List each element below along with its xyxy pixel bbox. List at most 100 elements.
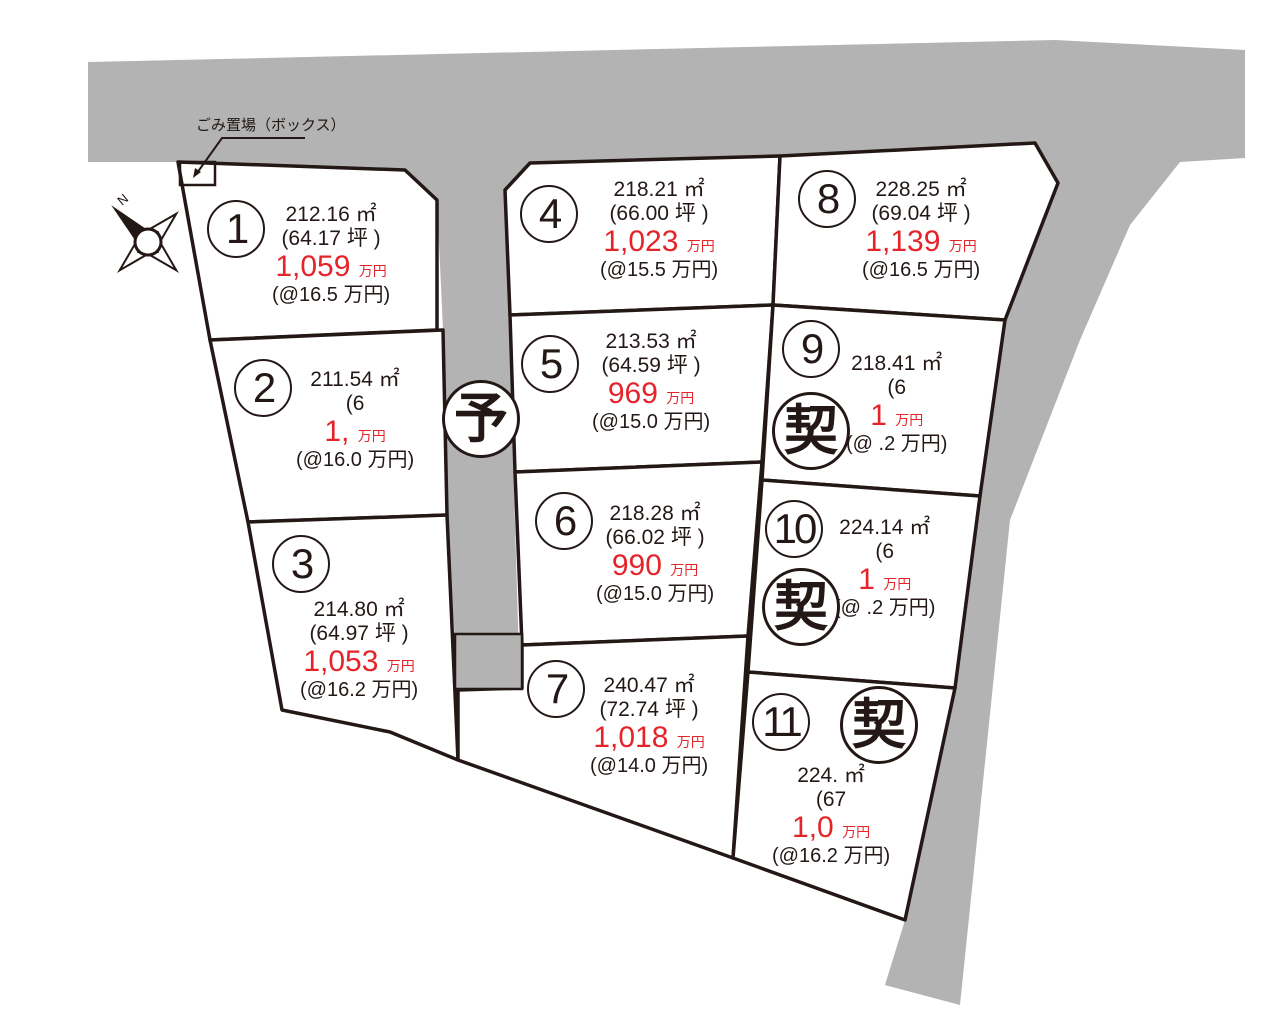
contracted-stamp: 契 bbox=[840, 686, 918, 764]
lot-price-line: 990 万円 bbox=[596, 549, 714, 583]
lot-price-line: 1,018 万円 bbox=[590, 721, 708, 755]
lot-price: 1 bbox=[858, 563, 875, 597]
lot-area: 218.21 ㎡ bbox=[613, 178, 705, 201]
lot-area: 228.25 ㎡ bbox=[875, 178, 967, 201]
garbage-leader-line bbox=[196, 137, 305, 174]
contracted-stamp: 契 bbox=[772, 392, 850, 470]
lot-info: 218.41 ㎡ (6 1 万円 (@ .2 万円) bbox=[846, 352, 947, 455]
lot-area: 211.54 ㎡ bbox=[310, 368, 400, 391]
lot-price: 1,053 bbox=[303, 645, 379, 679]
lot-price-line: 1,053 万円 bbox=[300, 645, 418, 679]
lot-unit-price: (@16.2 万円) bbox=[300, 678, 419, 701]
lot-unit-price: (@ .2 万円) bbox=[834, 596, 936, 619]
lot-tsubo: (72.74 坪 ) bbox=[599, 697, 699, 721]
lot-number-badge: 5 bbox=[521, 335, 579, 393]
lot-price: 1,0 bbox=[792, 811, 834, 845]
lot-area: 218.41 ㎡ bbox=[851, 352, 943, 375]
lot-number-badge: 3 bbox=[272, 535, 330, 593]
lot-area: 240.47 ㎡ bbox=[603, 674, 695, 697]
lot-price-unit: 万円 bbox=[386, 658, 415, 675]
lot-area: 212.16 ㎡ bbox=[285, 203, 377, 226]
lot-price-unit: 万円 bbox=[895, 412, 924, 429]
arrow-head-icon bbox=[193, 168, 201, 178]
lot-tsubo: (64.17 坪 ) bbox=[281, 226, 381, 250]
lot-info: 224. ㎡ (67 1,0 万円 (@16.2 万円) bbox=[772, 764, 890, 867]
lot-price-unit: 万円 bbox=[883, 576, 912, 593]
lot-tsubo: (67 bbox=[815, 787, 847, 811]
lot-number-badge: 2 bbox=[234, 359, 292, 417]
lot-price: 969 bbox=[607, 377, 658, 411]
reserved-stamp: 予 bbox=[442, 380, 520, 458]
lot-price-line: 1 万円 bbox=[846, 399, 947, 433]
road-area bbox=[88, 40, 1245, 1005]
contracted-stamp: 契 bbox=[762, 568, 840, 646]
lot-info: 213.53 ㎡ (64.59 坪 ) 969 万円 (@15.0 万円) bbox=[592, 330, 710, 433]
lot-unit-price: (@16.2 万円) bbox=[772, 844, 891, 867]
lot-price-unit: 万円 bbox=[842, 824, 871, 841]
garbage-area-label: ごみ置場（ボックス） bbox=[196, 117, 346, 134]
lot-tsubo: (64.97 坪 ) bbox=[309, 621, 409, 645]
lot-unit-price: (@15.5 万円) bbox=[600, 258, 719, 281]
lot-tsubo: (6 bbox=[345, 391, 365, 415]
lot-tsubo: (66.00 坪 ) bbox=[609, 201, 709, 225]
lot-area: 224.14 ㎡ bbox=[839, 516, 931, 539]
lot-area: 213.53 ㎡ bbox=[605, 330, 697, 353]
lot-number-badge: 9 bbox=[782, 320, 840, 378]
lot-price-unit: 万円 bbox=[686, 238, 715, 255]
lot-area: 218.28 ㎡ bbox=[609, 502, 701, 525]
lot-tsubo: (66.02 坪 ) bbox=[605, 525, 705, 549]
lot-price-line: 1,0 万円 bbox=[772, 811, 890, 845]
lot-price: 1, bbox=[324, 415, 350, 449]
lot-number-badge: 6 bbox=[535, 492, 593, 550]
lot-price: 1,139 bbox=[865, 225, 941, 259]
lot-price-line: 1,059 万円 bbox=[272, 250, 390, 284]
lot-price-line: 969 万円 bbox=[592, 377, 710, 411]
lot-info: 214.80 ㎡ (64.97 坪 ) 1,053 万円 (@16.2 万円) bbox=[300, 598, 418, 701]
lot-number-badge: 10 bbox=[765, 500, 823, 558]
lot-price-unit: 万円 bbox=[666, 390, 695, 407]
lot-price: 1,018 bbox=[593, 721, 669, 755]
lot-price-unit: 万円 bbox=[676, 734, 705, 751]
lot-price: 1,059 bbox=[275, 250, 351, 284]
lot-info: 218.21 ㎡ (66.00 坪 ) 1,023 万円 (@15.5 万円) bbox=[600, 178, 718, 281]
compass-icon bbox=[111, 205, 180, 274]
lot-info: 224.14 ㎡ (6 1 万円 (@ .2 万円) bbox=[834, 516, 935, 619]
lot-price: 1 bbox=[870, 399, 887, 433]
lot-price-line: 1, 万円 bbox=[296, 415, 414, 449]
lot-number-badge: 1 bbox=[207, 200, 265, 258]
roads bbox=[88, 40, 1245, 1005]
lot-area: 214.80 ㎡ bbox=[313, 598, 405, 621]
lot-tsubo: (64.59 坪 ) bbox=[601, 353, 701, 377]
lot-price-line: 1,023 万円 bbox=[600, 225, 718, 259]
lot-tsubo: (69.04 坪 ) bbox=[871, 201, 971, 225]
lot-info: 228.25 ㎡ (69.04 坪 ) 1,139 万円 (@16.5 万円) bbox=[862, 178, 980, 281]
lot-unit-price: (@16.0 万円) bbox=[296, 448, 415, 471]
lot-unit-price: (@16.5 万円) bbox=[272, 283, 391, 306]
lot-info: 240.47 ㎡ (72.74 坪 ) 1,018 万円 (@14.0 万円) bbox=[590, 674, 708, 777]
lot-unit-price: (@14.0 万円) bbox=[590, 754, 709, 777]
lot-price-line: 1,139 万円 bbox=[862, 225, 980, 259]
lot-number-badge: 8 bbox=[798, 170, 856, 228]
lot-price: 990 bbox=[611, 549, 662, 583]
lot-number-badge: 4 bbox=[520, 185, 578, 243]
lot-tsubo: (6 bbox=[875, 539, 895, 563]
lot-unit-price: (@ .2 万円) bbox=[846, 432, 948, 455]
lot-price-line: 1 万円 bbox=[834, 563, 935, 597]
lot-price-unit: 万円 bbox=[357, 428, 386, 445]
garbage-box bbox=[178, 160, 217, 187]
lot-price-unit: 万円 bbox=[358, 263, 387, 280]
lot-info: 211.54 ㎡ (6 1, 万円 (@16.0 万円) bbox=[296, 368, 414, 471]
lot-unit-price: (@15.0 万円) bbox=[596, 582, 715, 605]
lot-price-unit: 万円 bbox=[948, 238, 977, 255]
lot-unit-price: (@15.0 万円) bbox=[592, 410, 711, 433]
lot-unit-price: (@16.5 万円) bbox=[862, 258, 981, 281]
lot-area: 224. ㎡ bbox=[797, 764, 865, 787]
lot-tsubo: (6 bbox=[887, 375, 907, 399]
lot-number-badge: 11 bbox=[752, 693, 810, 751]
lot-price-unit: 万円 bbox=[670, 562, 699, 579]
lot-info: 212.16 ㎡ (64.17 坪 ) 1,059 万円 (@16.5 万円) bbox=[272, 203, 390, 306]
road-connector bbox=[453, 632, 524, 691]
lot-price: 1,023 bbox=[603, 225, 679, 259]
lot-number-badge: 7 bbox=[527, 660, 585, 718]
